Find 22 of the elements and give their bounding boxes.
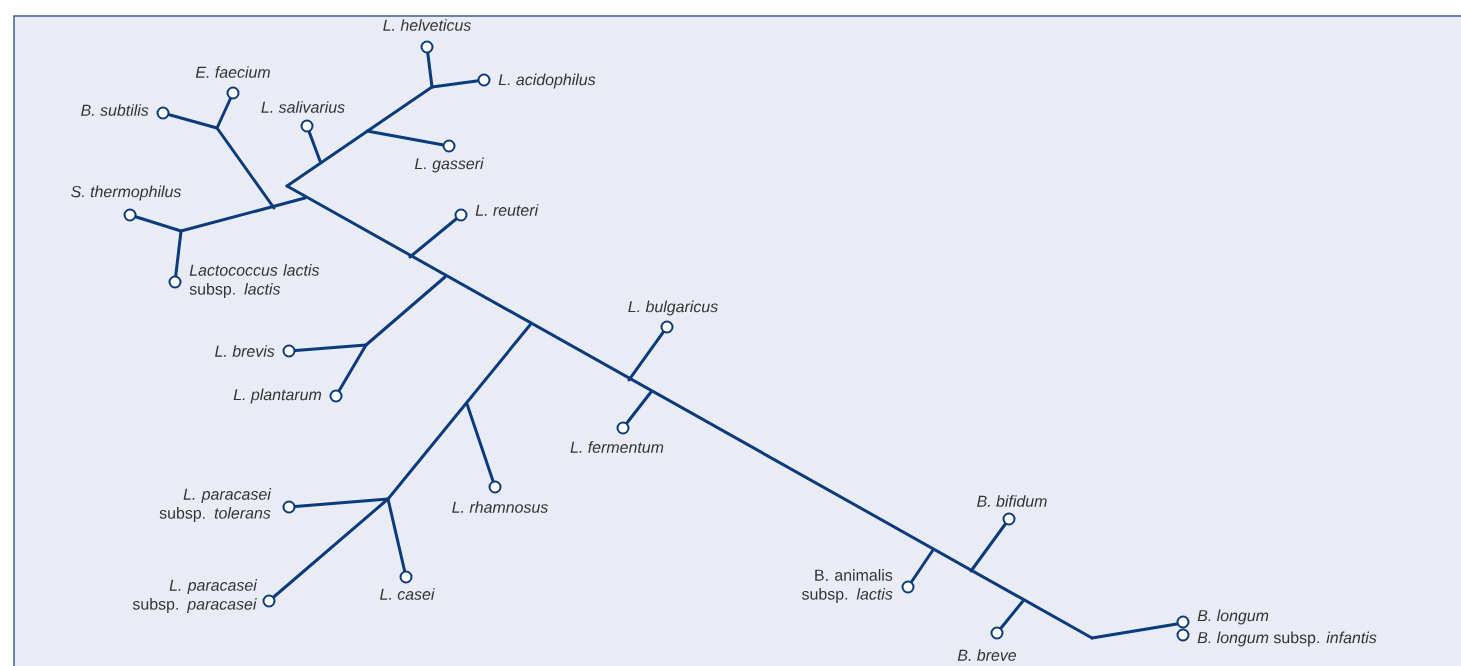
species-label: B. animalis subsp. lactis [802, 569, 893, 603]
species-label: B. bifidum [977, 495, 1047, 507]
species-label: L. casei [380, 588, 435, 600]
species-label: Lactococcus lactis subsp. lactis [189, 264, 320, 298]
species-label: L. gasseri [414, 157, 484, 173]
species-label: L. rhamnosus [452, 501, 548, 513]
species-label: L. salivarius [261, 101, 345, 113]
species-label: B. longum subsp. infantis [1197, 631, 1377, 647]
species-label: L. brevis [215, 345, 275, 357]
species-label: B. longum [1197, 609, 1269, 625]
species-label: L. fermentum [570, 441, 664, 453]
species-label: L. paracasei subsp. paracasei [132, 579, 258, 613]
species-label: L. helveticus [383, 19, 471, 31]
species-label: L. paracasei subsp. tolerans [159, 488, 272, 522]
species-label: L. acidophilus [498, 73, 596, 89]
species-label: L. plantarum [233, 388, 322, 404]
species-label: B. breve [957, 649, 1017, 661]
species-label: E. faecium [195, 66, 270, 78]
species-label: L. bulgaricus [628, 300, 718, 316]
species-label: B. subtilis [81, 104, 149, 116]
species-label: S. thermophilus [71, 185, 182, 201]
species-label: L. reuteri [475, 204, 539, 216]
